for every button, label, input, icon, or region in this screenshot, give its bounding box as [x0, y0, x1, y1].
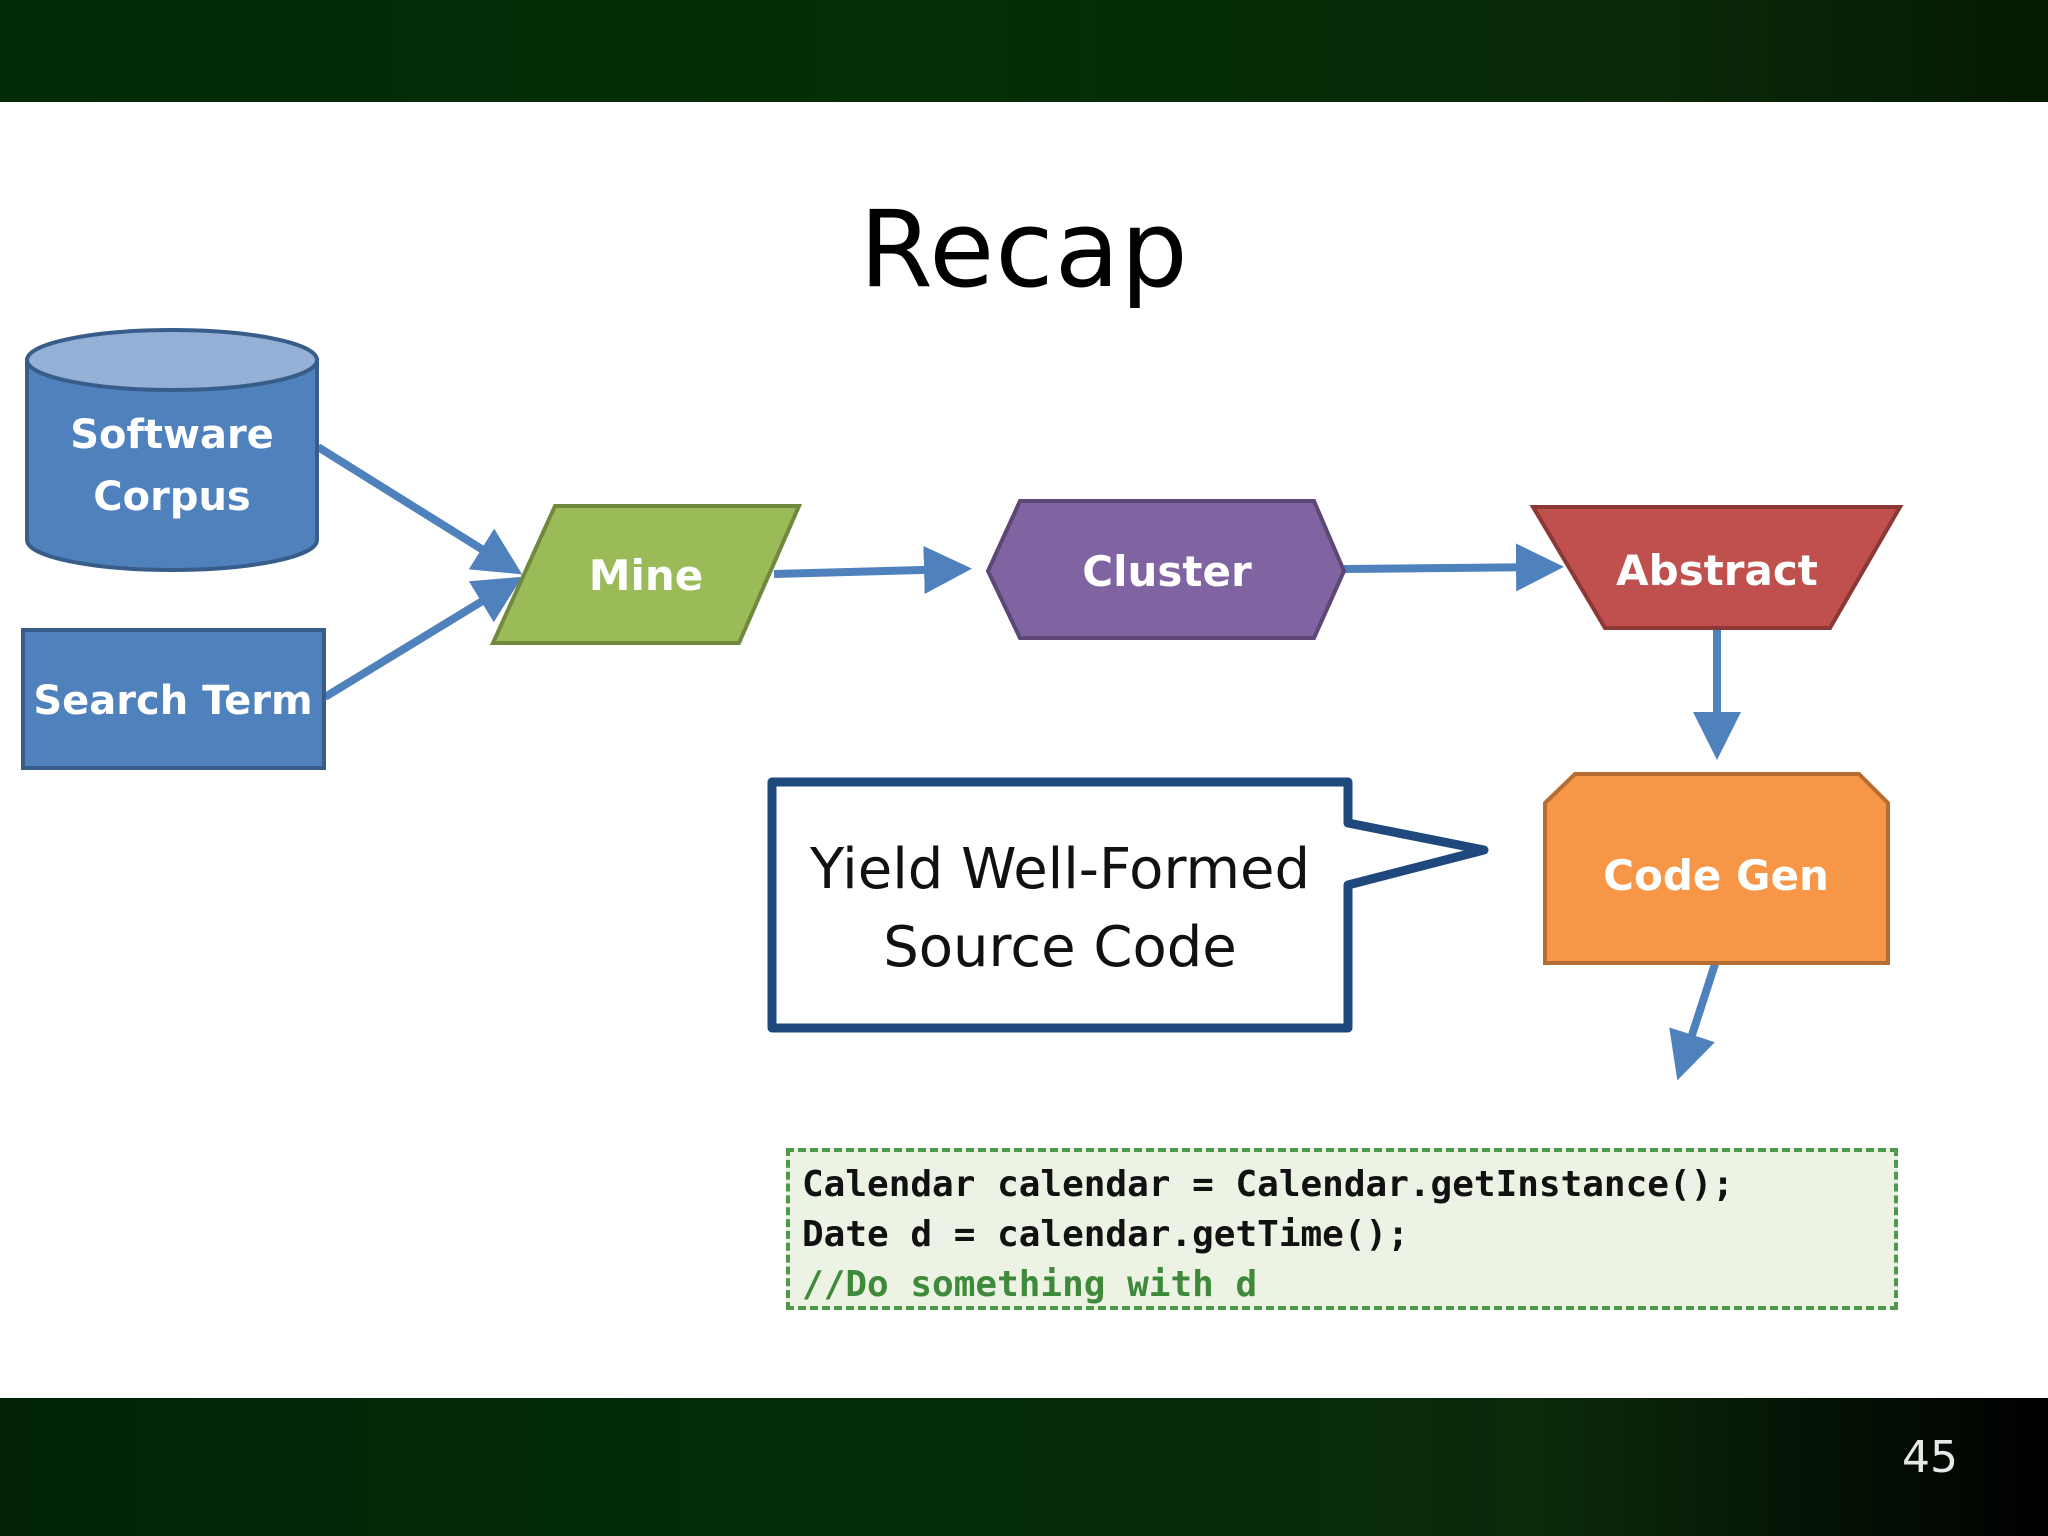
- edge-codegen-to-output: [1669, 962, 1719, 1081]
- cluster-shape: [985, 499, 1347, 640]
- callout-shape: [767, 777, 1489, 1033]
- code-gen-label: Code Gen: [1603, 851, 1829, 900]
- node-cluster: Cluster: [985, 499, 1347, 640]
- code-snippet: Calendar calendar = Calendar.getInstance…: [786, 1148, 1898, 1310]
- slide-title: Recap: [859, 188, 1189, 311]
- abstract-shape: [1529, 505, 1904, 630]
- search-term-label: Search Term: [33, 678, 312, 724]
- callout-text-line2: Source Code: [883, 915, 1237, 980]
- code-comment-line: //Do something with d: [802, 1264, 1258, 1305]
- mine-shape: [489, 504, 803, 645]
- code-line-2: Date d = calendar.getTime();: [802, 1214, 1409, 1255]
- cylinder-body: [25, 358, 319, 572]
- abstract-label: Abstract: [1616, 546, 1818, 595]
- connectors: [315, 443, 1741, 1081]
- node-mine: Mine: [489, 504, 803, 645]
- software-corpus-label-line1: Software: [70, 412, 274, 458]
- callout-text-line1: Yield Well-Formed: [809, 837, 1310, 902]
- mine-label: Mine: [589, 551, 704, 600]
- edge-mine-to-cluster: [773, 545, 972, 594]
- edge-search-to-mine: [322, 576, 523, 701]
- header-band: [0, 0, 2048, 102]
- edge-cluster-to-abstract: [1343, 543, 1564, 592]
- software-corpus-label-line2: Corpus: [93, 474, 250, 520]
- cylinder-top: [25, 328, 319, 392]
- node-code-gen: Code Gen: [1543, 772, 1890, 965]
- search-term-box: [21, 628, 326, 770]
- node-search-term: Search Term: [21, 628, 326, 770]
- code-line-1: Calendar calendar = Calendar.getInstance…: [802, 1164, 1734, 1205]
- edge-corpus-to-mine: [315, 443, 523, 575]
- page-number: 45: [1902, 1432, 1958, 1483]
- callout: Yield Well-Formed Source Code: [767, 777, 1489, 1033]
- code-gen-shape: [1543, 772, 1890, 965]
- footer-band: [0, 1398, 2048, 1536]
- cluster-label: Cluster: [1082, 547, 1252, 596]
- node-software-corpus: Software Corpus: [25, 328, 319, 572]
- node-abstract: Abstract: [1529, 505, 1904, 630]
